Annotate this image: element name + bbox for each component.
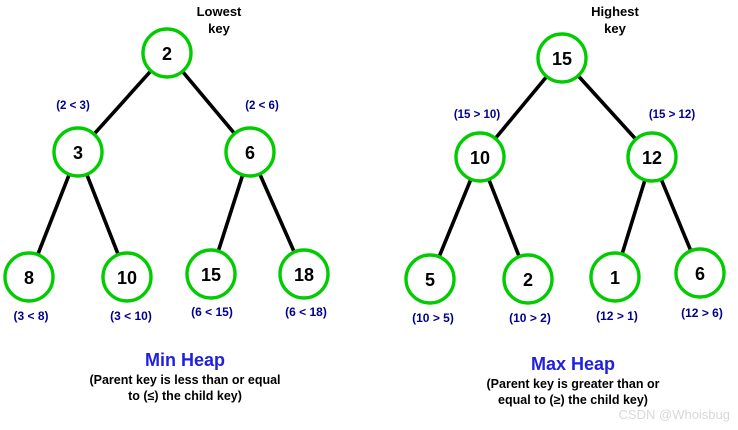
min-heap-node-circle-10 (101, 251, 153, 303)
max-heap-leaf-label-2: (12 > 1) (596, 309, 638, 323)
max-heap-node-key-12: 12 (642, 148, 662, 168)
min-heap-node-circle-2 (141, 27, 193, 79)
min-heap-edge-l-lr (84, 172, 121, 257)
max-heap-node-15: 15 (536, 32, 588, 84)
max-heap-callout-line1: Highest (591, 4, 639, 19)
max-heap-node-circle-1 (589, 251, 641, 303)
min-heap-leaf-label-0: (3 < 8) (13, 309, 48, 323)
max-heap-edge-r-rr (659, 177, 693, 253)
min-heap-caption-line1: (Parent key is less than or equal (89, 373, 280, 387)
max-heap-edge-root-l (493, 74, 549, 141)
min-heap-edge-r-rl (216, 173, 245, 253)
min-heap-callout-line1: Lowest (197, 4, 242, 19)
max-heap-node-5: 5 (404, 253, 456, 305)
min-heap-node-2: 2 (141, 27, 193, 79)
min-heap-node-18: 18 (278, 248, 330, 300)
min-heap-leaf-label-1: (3 < 10) (110, 309, 152, 323)
min-heap-node-circle-15 (185, 248, 237, 300)
max-heap-node-key-5: 5 (425, 270, 435, 290)
max-heap-node-circle-6 (674, 247, 726, 299)
max-heap-edge-root-r (576, 73, 638, 142)
csdn-watermark: CSDN @Whoisbug (619, 407, 730, 422)
comparison-labels-layer: (2 < 3) (2 < 6) (3 < 8) (3 < 10) (6 < 15) (6 … (13, 100, 722, 325)
min-heap-node-key-8: 8 (24, 268, 34, 288)
max-heap-edge-l-ll (437, 177, 473, 259)
min-heap-node-6: 6 (224, 126, 276, 178)
max-heap-node-12: 12 (626, 131, 678, 183)
max-heap-caption-line2: equal to (≥) the child key) (498, 393, 648, 407)
max-heap-caption-line1: (Parent key is greater than or (487, 377, 660, 391)
max-heap-title: Max Heap (531, 354, 615, 374)
max-heap-node-circle-10 (454, 131, 506, 183)
min-heap-node-key-2: 2 (162, 44, 172, 64)
min-heap-node-15: 15 (185, 248, 237, 300)
min-heap-node-key-18: 18 (294, 265, 314, 285)
min-heap-leaf-label-2: (6 < 15) (191, 305, 233, 319)
max-heap-node-10: 10 (454, 131, 506, 183)
min-heap-edge-root-r (180, 69, 237, 136)
min-heap-title: Min Heap (145, 350, 225, 370)
max-heap-edge-label-1: (15 > 12) (649, 109, 696, 121)
max-heap-edge-label-0: (15 > 10) (454, 109, 501, 121)
min-heap-node-10: 10 (101, 251, 153, 303)
max-heap-leaf-label-0: (10 > 5) (412, 311, 454, 325)
min-heap-leaf-label-3: (6 < 18) (285, 305, 327, 319)
min-heap-caption-line2: to (≤) the child key) (128, 389, 242, 403)
min-heap-edge-l-ll (35, 172, 72, 257)
min-heap-node-key-10: 10 (117, 268, 137, 288)
min-heap-node-circle-8 (3, 251, 55, 303)
max-heap-node-key-15: 15 (552, 49, 572, 69)
max-heap-node-key-10: 10 (470, 148, 490, 168)
min-heap-node-8: 8 (3, 251, 55, 303)
max-heap-node-circle-15 (536, 32, 588, 84)
min-heap-edge-r-rr (257, 172, 297, 254)
min-heap-node-key-6: 6 (245, 143, 255, 163)
min-heap-node-circle-18 (278, 248, 330, 300)
max-heap-edge-r-rl (620, 178, 647, 256)
min-heap-node-circle-3 (52, 126, 104, 178)
max-heap-node-key-2: 2 (523, 270, 533, 290)
min-heap-node-key-3: 3 (73, 143, 83, 163)
max-heap-callout-line2: key (604, 21, 626, 36)
min-heap-node-key-15: 15 (201, 265, 221, 285)
min-heap-edge-root-l (92, 68, 153, 137)
max-heap-leaf-label-1: (10 > 2) (509, 311, 551, 325)
max-heap-node-circle-5 (404, 253, 456, 305)
max-heap-edge-l-lr (486, 177, 522, 259)
min-heap-edge-label-0: (2 < 3) (56, 100, 90, 112)
max-heap-node-1: 1 (589, 251, 641, 303)
nodes-layer: 2 3 6 8 10 15 18 15 10 12 5 2 1 6 (3, 27, 726, 305)
max-heap-node-circle-12 (626, 131, 678, 183)
max-heap-leaf-label-3: (12 > 6) (681, 306, 723, 320)
min-heap-node-3: 3 (52, 126, 104, 178)
max-heap-node-2: 2 (502, 253, 554, 305)
max-heap-node-key-6: 6 (695, 264, 705, 284)
min-heap-edge-label-1: (2 < 6) (245, 100, 279, 112)
min-heap-callout-line2: key (208, 21, 230, 36)
max-heap-node-6: 6 (674, 247, 726, 299)
max-heap-node-key-1: 1 (610, 268, 620, 288)
edges-layer (35, 68, 693, 259)
max-heap-node-circle-2 (502, 253, 554, 305)
min-heap-node-circle-6 (224, 126, 276, 178)
